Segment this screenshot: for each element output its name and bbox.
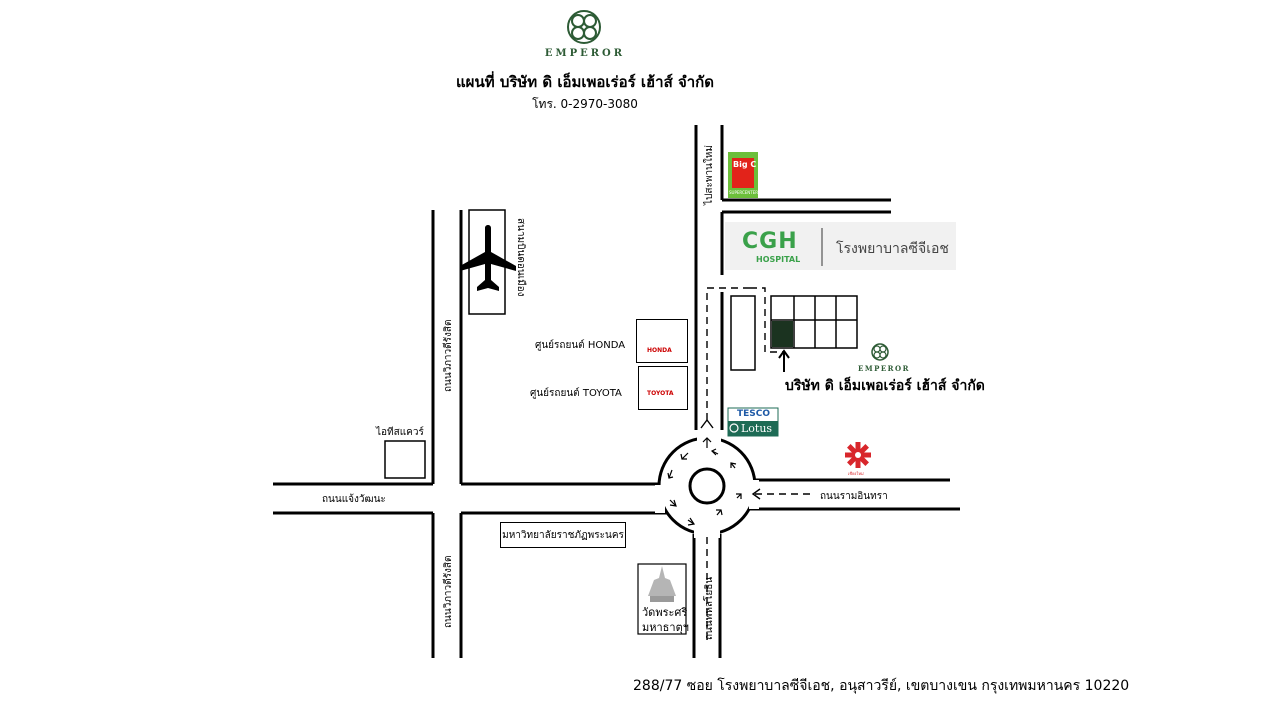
honda-logo-text: HONDA — [647, 347, 672, 354]
company-name: บริษัท ดิ เอ็มเพอเร่อร์ เฮ้าส์ จำกัด — [785, 378, 985, 394]
road-label-chaeng-watthana: ถนนแจ้งวัฒนะ — [322, 494, 386, 505]
road-label-phahonyothin: ถนนพหลโยธิน — [704, 576, 715, 640]
road-label-vibhavadi-top: ถนนวิภาวดีรังสิต — [443, 319, 454, 392]
phone-number: โทร. 0-2970-3080 — [532, 97, 638, 111]
honda-dealer-label: ศูนย์รถยนต์ HONDA — [535, 340, 626, 351]
side-streets — [720, 198, 891, 275]
it-square-box — [384, 440, 426, 479]
building-long — [730, 295, 756, 371]
target-building — [772, 321, 793, 347]
cgh-sign — [725, 222, 956, 270]
page-title: แผนที่ บริษัท ดิ เอ็มเพอเร่อร์ เฮ้าส์ จำ… — [456, 73, 714, 91]
red-star-label: เชียงใหม่ — [848, 471, 864, 476]
chaeng-watthana-road — [273, 482, 668, 515]
temple-label-line2: มหาธาตุฯ — [642, 621, 689, 634]
lotus-text: Lotus — [741, 422, 773, 435]
it-square-label: ไอทีสแควร์ — [376, 427, 424, 438]
red-star-icon — [845, 442, 871, 468]
emperor-logo-company — [871, 343, 889, 361]
roundabout-arrows — [667, 437, 742, 526]
road-label-ram-inthra: ถนนรามอินทรา — [820, 491, 888, 502]
airplane-icon — [460, 225, 516, 291]
route-dashed — [706, 287, 810, 640]
company-brand: EMPEROR — [858, 364, 910, 373]
company-arrow — [778, 349, 790, 372]
phahonyothin-north-road — [694, 125, 724, 430]
bigc-sub: SUPERCENTER — [729, 190, 759, 195]
bigc-brand: Big C — [733, 160, 757, 169]
tesco-lotus-logo — [727, 407, 779, 437]
temple-icon — [637, 563, 687, 635]
ram-inthra-road — [745, 478, 960, 511]
cgh-logo-text: CGH — [742, 229, 798, 254]
toyota-dealer-box — [638, 366, 688, 410]
route-arrowheads — [700, 418, 761, 500]
road-label-vibhavadi-bottom: ถนนวิภาวดีรังสิต — [443, 555, 454, 628]
honda-dealer-box — [636, 319, 688, 363]
cgh-sub-text: HOSPITAL — [756, 255, 801, 264]
vibhavadi-road — [431, 210, 463, 658]
tesco-text: TESCO — [737, 409, 771, 419]
phahonyothin-south-road — [692, 534, 722, 658]
temple-label-line1: วัดพระศรี — [642, 606, 688, 619]
road-label-sapan-mai: ไปสะพานใหม่ — [704, 145, 715, 205]
cgh-name: โรงพยาบาลซีจีเอช — [836, 241, 949, 257]
university-label: มหาวิทยาลัยราชภัฏพระนคร — [500, 522, 626, 548]
bigc-logo — [728, 152, 758, 198]
emperor-logo-top — [567, 10, 601, 44]
address: 288/77 ซอย โรงพยาบาลซีจีเอช, อนุสาวรีย์,… — [633, 678, 1130, 694]
brand-name: EMPEROR — [544, 48, 626, 59]
toyota-logo-text: TOYOTA — [647, 390, 674, 397]
road-label-don-mueang: สนามบินดอนเมือง — [515, 218, 526, 297]
toyota-dealer-label: ศูนย์รถยนต์ TOYOTA — [530, 388, 622, 399]
roundabout — [655, 434, 759, 538]
